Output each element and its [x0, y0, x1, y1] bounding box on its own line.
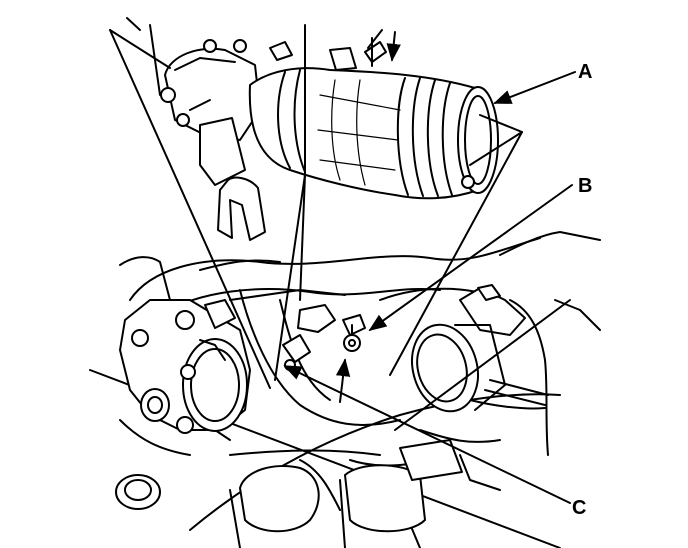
- callout-leaders: [283, 71, 576, 504]
- callout-label-a: A: [578, 61, 592, 83]
- throttle-body: [119, 299, 251, 434]
- port-b-fitting: [342, 314, 366, 352]
- callout-label-c: C: [572, 497, 586, 519]
- breather-fitting: [282, 304, 336, 371]
- leader-lines: [109, 17, 571, 431]
- air-cleaner-outlet: [411, 284, 549, 413]
- mount-grommet: [115, 474, 161, 510]
- callout-label-b: B: [578, 175, 592, 197]
- lower-manifold: [239, 439, 463, 533]
- intake-duct-a: [160, 39, 499, 241]
